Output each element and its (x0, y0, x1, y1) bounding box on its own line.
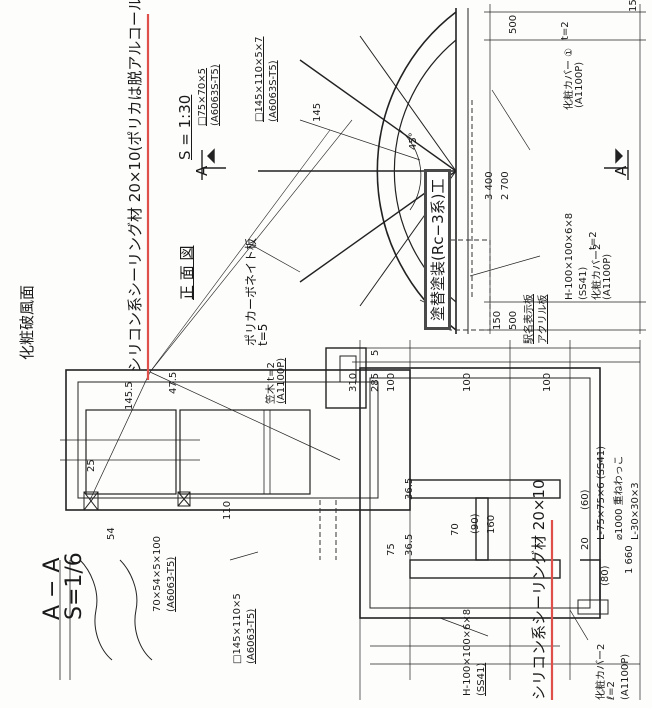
dim-20: 20 (580, 537, 591, 550)
paint-box: 塗替塗装(Rc−3系)工 (424, 169, 451, 330)
dim-1660: 1 660 (624, 545, 635, 574)
member-70: 70×54×5×100 (152, 535, 163, 612)
member-sq145-spec: (A6063-T5) (246, 608, 257, 664)
dim-100-c: 100 (542, 372, 553, 392)
dim-75: 75 (386, 543, 397, 556)
cover2b-sub: ℓ=2 (606, 681, 617, 700)
cover2-spec: (A1100P) (602, 253, 613, 300)
dim-36-5-a: 36.5 (404, 533, 415, 556)
dim-2700: 2 700 (500, 171, 511, 200)
member-sq145-top: □145×110×5×7 (254, 36, 265, 122)
dim-100-a: 100 (386, 372, 397, 392)
dim-500-bot: 500 (508, 310, 519, 330)
cover2-thickness: t=2 (588, 231, 599, 250)
dim-54: 54 (106, 527, 117, 540)
dim-45deg: 45° (408, 132, 419, 150)
dim-90: (90) (470, 513, 481, 534)
red-accent-lines (146, 14, 554, 700)
section-arrows (201, 148, 629, 180)
dim-70: 70 (450, 523, 461, 536)
front-title: 正 面 図 (178, 245, 196, 300)
cover1-spec: (A1100P) (574, 61, 585, 108)
angle30-label: L-30×30×3 (630, 482, 641, 540)
polycarb-thickness: t=5 (256, 323, 270, 346)
dim-285: 285 (370, 372, 381, 392)
section-arrow-right: A (612, 165, 630, 176)
member-sq75: □75×70×5 (197, 67, 208, 126)
cover1-thickness: t=2 (560, 21, 571, 40)
frame-145 (85, 409, 177, 495)
section-scale: S=1/6 (62, 552, 87, 620)
cover2b-label: 化粧カバー2 (596, 643, 607, 700)
dim-25: 25 (86, 459, 97, 472)
hbeam-bot-spec: (SS41) (476, 662, 487, 696)
dim-3400: 3 400 (484, 171, 495, 200)
paint-box-text: 塗替塗装(Rc−3系) (429, 193, 447, 322)
dim-60: (60) (580, 489, 591, 510)
nameplate-sub: アクリル板 (538, 294, 549, 345)
section-arrow-left: A (193, 165, 211, 176)
sealant-top-label: シリコン系シーリング材 20×10(ポリカは脱アルコール) (126, 0, 144, 372)
dim-160: 160 (486, 514, 497, 534)
dim-150-bot: 150 (492, 310, 503, 330)
dim-47-5: 47.5 (168, 371, 179, 394)
cover2-label: 化粧カバー2 (592, 243, 603, 300)
dim-145: 145 (312, 102, 323, 122)
nameplate-label: 駅名表示板 (524, 294, 535, 344)
kasagi-label: 笠木 t=2 (266, 362, 277, 404)
sealant-bottom-label: シリコン系シーリング材 20×10 (530, 479, 548, 700)
member-sq75-spec: (A6063S-T5) (210, 64, 221, 126)
dim-145-5: 145.5 (124, 381, 135, 410)
anchor-label: ⌀1000 重ねわっこ (614, 455, 625, 540)
dim-310: 310 (348, 372, 359, 392)
hbeam-top: H-100×100×6×8 (564, 212, 575, 300)
member-70-spec: (A6063-T5) (166, 556, 177, 612)
dim-110: 110 (222, 500, 233, 520)
cover2b-spec: (A1100P) (620, 653, 631, 700)
kasagi-spec: (A1100P) (276, 357, 287, 404)
paint-box-suffix: 工 (429, 178, 447, 194)
dim-80: (80) (600, 565, 611, 586)
front-scale: S = 1:30 (176, 94, 194, 160)
hbeam-bot: H-100×100×6×8 (462, 608, 473, 696)
section-heading: 化粧破風面 (18, 284, 36, 360)
dim-100-b: 100 (462, 372, 473, 392)
dim-500-top: 500 (508, 14, 519, 34)
dim-5: 5 (370, 349, 381, 356)
member-sq145: □145×110×5 (232, 593, 243, 664)
bottom-cover-box (359, 367, 601, 619)
cover1-label: 化粧カバー ① (564, 47, 575, 110)
rib-1 (299, 59, 457, 172)
angle-label: L-75×75×6 (SS41) (596, 446, 607, 540)
dim-36-5-b: 36.5 (404, 477, 415, 500)
dim-150-top: 150 (628, 0, 639, 12)
member-sq145-top-spec: (A6063S-T5) (268, 60, 279, 122)
